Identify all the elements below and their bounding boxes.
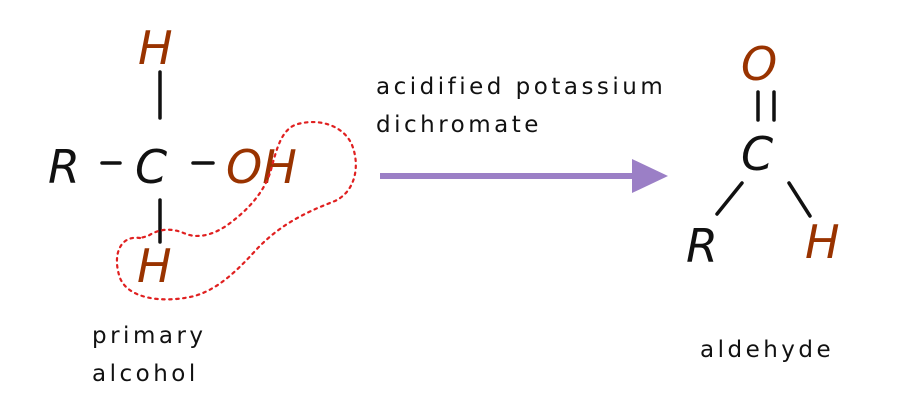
reagent-label-line-2: dichromate: [376, 112, 542, 138]
bond-c-r: [715, 181, 744, 216]
reactant-label-line-1: primary: [92, 323, 207, 349]
aldehyde-carbon: C: [741, 127, 773, 181]
hydroxyl-group: OH: [226, 140, 297, 194]
alcohol-carbon: C: [135, 140, 167, 194]
bond-c-h: [787, 181, 812, 218]
reagent-label-line-1: acidified potassium: [376, 74, 666, 100]
aldehyde-structure: O C R H: [686, 37, 840, 273]
product-label: aldehyde: [700, 337, 834, 363]
reaction-arrow: [380, 159, 668, 193]
reactant-label-line-2: alcohol: [92, 361, 199, 387]
aldehyde-oxygen: O: [741, 37, 777, 91]
aldehyde-r-group: R: [686, 219, 718, 273]
alcohol-bottom-hydrogen: H: [137, 239, 172, 293]
alcohol-top-hydrogen: H: [138, 21, 173, 75]
aldehyde-hydrogen: H: [805, 215, 840, 269]
alcohol-r-group: R: [48, 140, 80, 194]
primary-alcohol-structure: H R C OH H: [48, 21, 357, 301]
removed-atoms-highlight: [115, 120, 357, 301]
